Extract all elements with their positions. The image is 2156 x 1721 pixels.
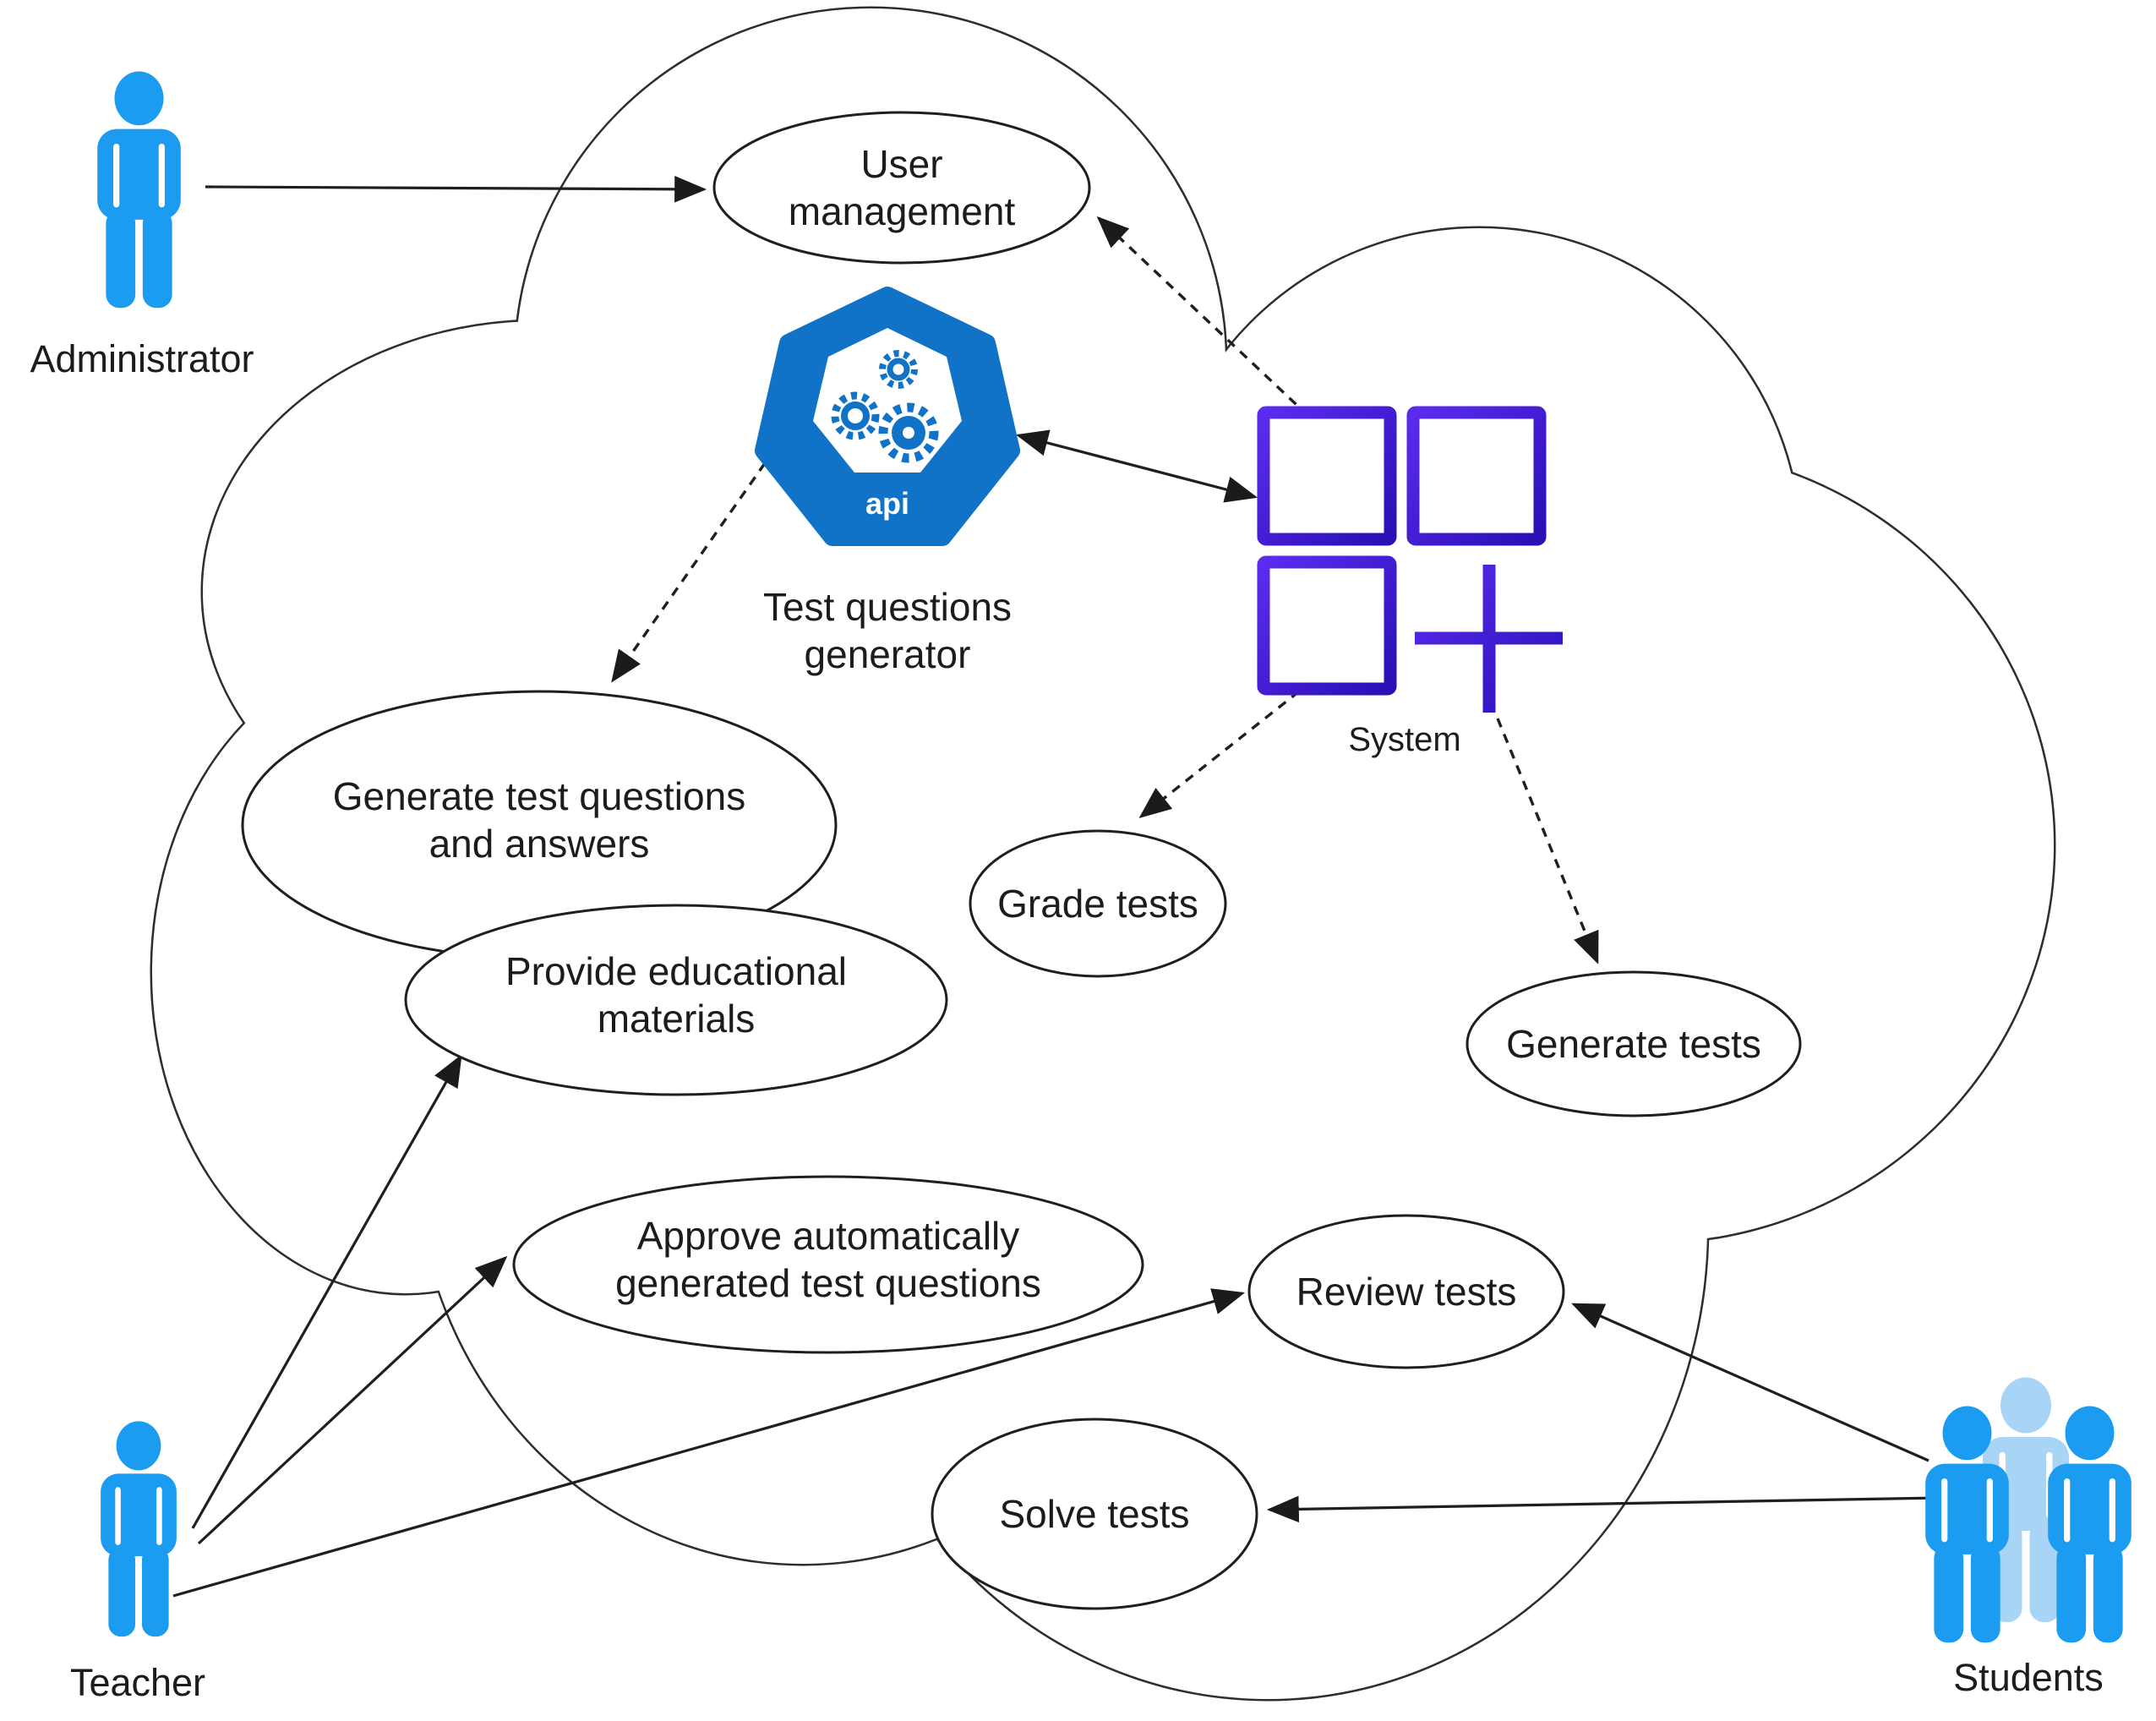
connector-system-to-user-management xyxy=(1096,216,1310,418)
students-label: Students xyxy=(1953,1656,2104,1699)
connectors xyxy=(172,175,1940,1598)
usecase-review-tests-label: Review tests xyxy=(1296,1270,1517,1314)
connector-students-to-solve-tests xyxy=(1266,1495,1940,1523)
teacher-label: Teacher xyxy=(70,1661,205,1704)
usecase-provide-materials-label-line2: materials xyxy=(598,997,756,1041)
usecase-generate-tests: Generate tests xyxy=(1466,970,1802,1117)
usecase-solve-tests-label: Solve tests xyxy=(1000,1492,1190,1536)
usecase-generate-qa: Generate test questions and answers xyxy=(241,690,838,960)
system-component: System xyxy=(1257,406,1563,758)
connector-generator-system-double-arrow xyxy=(1015,429,1258,503)
actor-administrator: Administrator xyxy=(30,71,254,380)
administrator-person-icon xyxy=(97,71,181,309)
connector-generator-to-generate-qa xyxy=(611,462,767,683)
teacher-person-icon xyxy=(101,1421,177,1637)
plus-icon xyxy=(1415,565,1563,713)
gears-icon xyxy=(831,350,939,463)
usecase-approve-questions: Approve automatically generated test que… xyxy=(512,1175,1144,1354)
usecase-generate-tests-label: Generate tests xyxy=(1506,1022,1761,1066)
usecase-approve-questions-label-line1: Approve automatically xyxy=(637,1214,1020,1258)
usecase-solve-tests: Solve tests xyxy=(931,1418,1258,1610)
usecase-generate-qa-label-line2: and answers xyxy=(429,822,650,866)
usecase-approve-questions-label-line2: generated test questions xyxy=(615,1261,1041,1305)
actor-students: Students xyxy=(1925,1377,2131,1699)
generator-label-line2: generator xyxy=(805,632,971,676)
system-label: System xyxy=(1348,721,1460,758)
connector-administrator-to-user-management xyxy=(205,175,707,203)
actor-teacher: Teacher xyxy=(70,1421,205,1704)
system-icon xyxy=(1257,406,1563,713)
usecase-provide-materials: Provide educational materials xyxy=(404,904,948,1096)
administrator-label: Administrator xyxy=(30,337,254,380)
usecase-user-management-label-line1: User xyxy=(860,142,942,186)
usecase-user-management: User management xyxy=(712,111,1091,265)
connector-students-to-review-tests xyxy=(1571,1303,1929,1462)
connector-teacher-to-review-tests xyxy=(172,1288,1246,1598)
api-icon-text: api xyxy=(865,486,909,521)
usecase-review-tests: Review tests xyxy=(1247,1214,1565,1369)
usecase-grade-tests: Grade tests xyxy=(969,829,1227,978)
use-cases: User management Generate test questions … xyxy=(241,111,1802,1610)
usecase-grade-tests-label: Grade tests xyxy=(997,882,1198,926)
connector-teacher-to-provide-materials xyxy=(191,1054,462,1529)
usecase-provide-materials-label-line1: Provide educational xyxy=(505,949,847,993)
usecase-generate-qa-label-line1: Generate test questions xyxy=(333,774,745,818)
generator-label-line1: Test questions xyxy=(763,585,1012,629)
connector-teacher-to-approve-questions xyxy=(197,1255,508,1545)
test-questions-generator: api Test questions generator xyxy=(755,287,1020,676)
usecase-user-management-label-line2: management xyxy=(789,189,1016,233)
